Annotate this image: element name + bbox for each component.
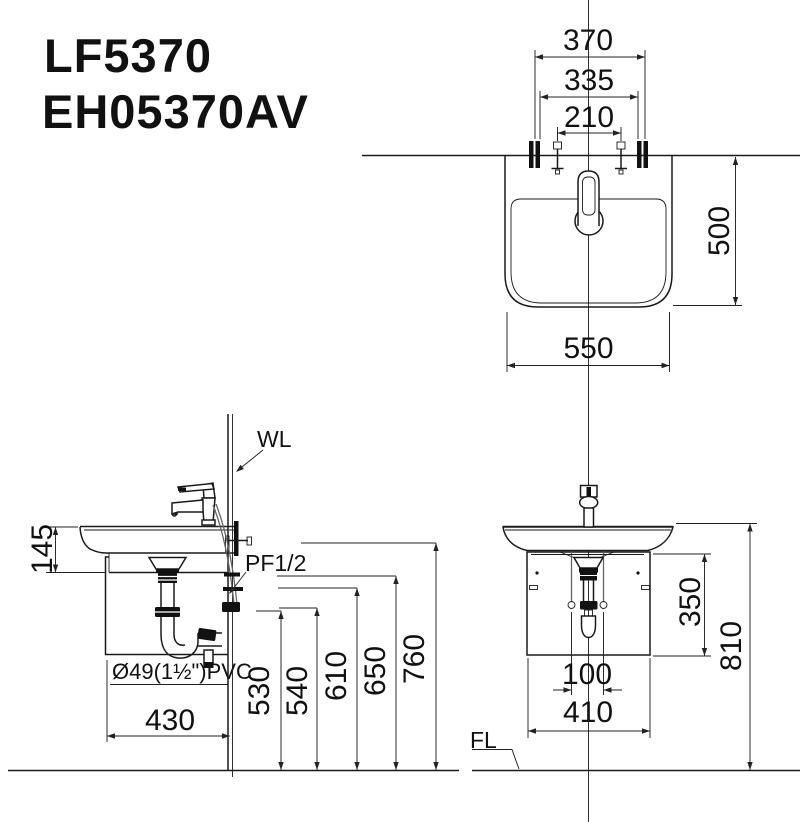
dim-610-label: 610: [320, 651, 353, 701]
dim-810-label: 810: [715, 621, 748, 671]
faucet-side-icon: [170, 482, 216, 526]
door-pin-left: [535, 571, 539, 575]
cabinet-recess-left: [559, 551, 576, 559]
supply-hoses-front: [567, 551, 608, 609]
dimension-530: 530: [243, 610, 284, 770]
dimension-210: 210: [557, 101, 622, 141]
dimension-335: 335: [539, 64, 639, 139]
dimension-500: 500: [673, 157, 742, 306]
dimension-350: 350: [653, 553, 711, 657]
wall-anchor-icon: [529, 141, 648, 168]
cabinet-front: [526, 551, 651, 656]
dimension-430: 430: [106, 660, 230, 742]
dim-210-label: 210: [564, 101, 614, 134]
door-handle-left: [529, 585, 538, 590]
dimension-760: 760: [301, 542, 439, 770]
dim-410-label: 410: [563, 696, 613, 729]
supply-elbow-icon: [222, 602, 240, 612]
door-pin-right: [636, 571, 640, 575]
dim-650-label: 650: [359, 646, 392, 696]
supply-label: PF1/2: [245, 550, 306, 576]
cabinet-profile-side: [104, 556, 228, 656]
dimension-540: 540: [279, 607, 320, 770]
dimension-810: 810: [676, 523, 757, 770]
dim-530-label: 530: [243, 666, 276, 716]
door-handle-right: [641, 585, 650, 590]
model-code-1: LF5370: [44, 29, 212, 82]
supply-hose-side-2: [215, 503, 238, 605]
dimension-145: 145: [26, 524, 106, 574]
model-code-2: EH05370AV: [42, 85, 309, 138]
dim-350-label: 350: [674, 577, 707, 627]
mounting-bolt-icon: [551, 141, 627, 175]
dim-145-label: 145: [26, 524, 59, 574]
floor-label-group: FL: [470, 727, 520, 770]
dim-100-label: 100: [562, 658, 612, 691]
supply-dash-1: [224, 572, 240, 577]
p-trap-side-icon: [147, 556, 222, 668]
dim-430-label: 430: [145, 704, 195, 737]
dim-370-label: 370: [563, 24, 613, 57]
dimension-370: 370: [534, 24, 646, 139]
dim-760-label: 760: [398, 634, 431, 684]
basin-outline-plan: [504, 156, 673, 308]
wall-line-label: WL: [257, 426, 292, 452]
fixing-bolt-icon: [225, 535, 252, 553]
basin-front: [502, 525, 674, 555]
dim-500-label: 500: [703, 206, 736, 256]
dimension-410: 410: [527, 658, 651, 738]
p-trap-front-icon: [572, 556, 605, 639]
faucet-plan-icon: [574, 170, 604, 236]
side-view: WL: [26, 426, 439, 770]
floor-line-label: FL: [470, 727, 497, 753]
dim-550-label: 550: [563, 332, 613, 365]
title-block: LF5370 EH05370AV: [42, 29, 309, 138]
supply-hose-side: [212, 504, 235, 605]
dimension-550: 550: [506, 312, 670, 372]
dim-335-label: 335: [564, 64, 614, 97]
drain-pipe-label: Ø49(1½")PVC: [112, 659, 252, 684]
wall-bracket-icon: [234, 521, 239, 556]
dimension-610: 610: [278, 587, 360, 770]
front-view: 350 810 100 410 FL: [470, 484, 757, 770]
faucet-front-icon: [578, 484, 599, 528]
dimension-650: 650: [277, 575, 399, 770]
plan-view: 370 335 210 500: [504, 24, 742, 372]
dim-540-label: 540: [281, 666, 314, 716]
dimension-100: 100: [553, 612, 622, 695]
basin-inner-rim-plan: [510, 198, 667, 304]
